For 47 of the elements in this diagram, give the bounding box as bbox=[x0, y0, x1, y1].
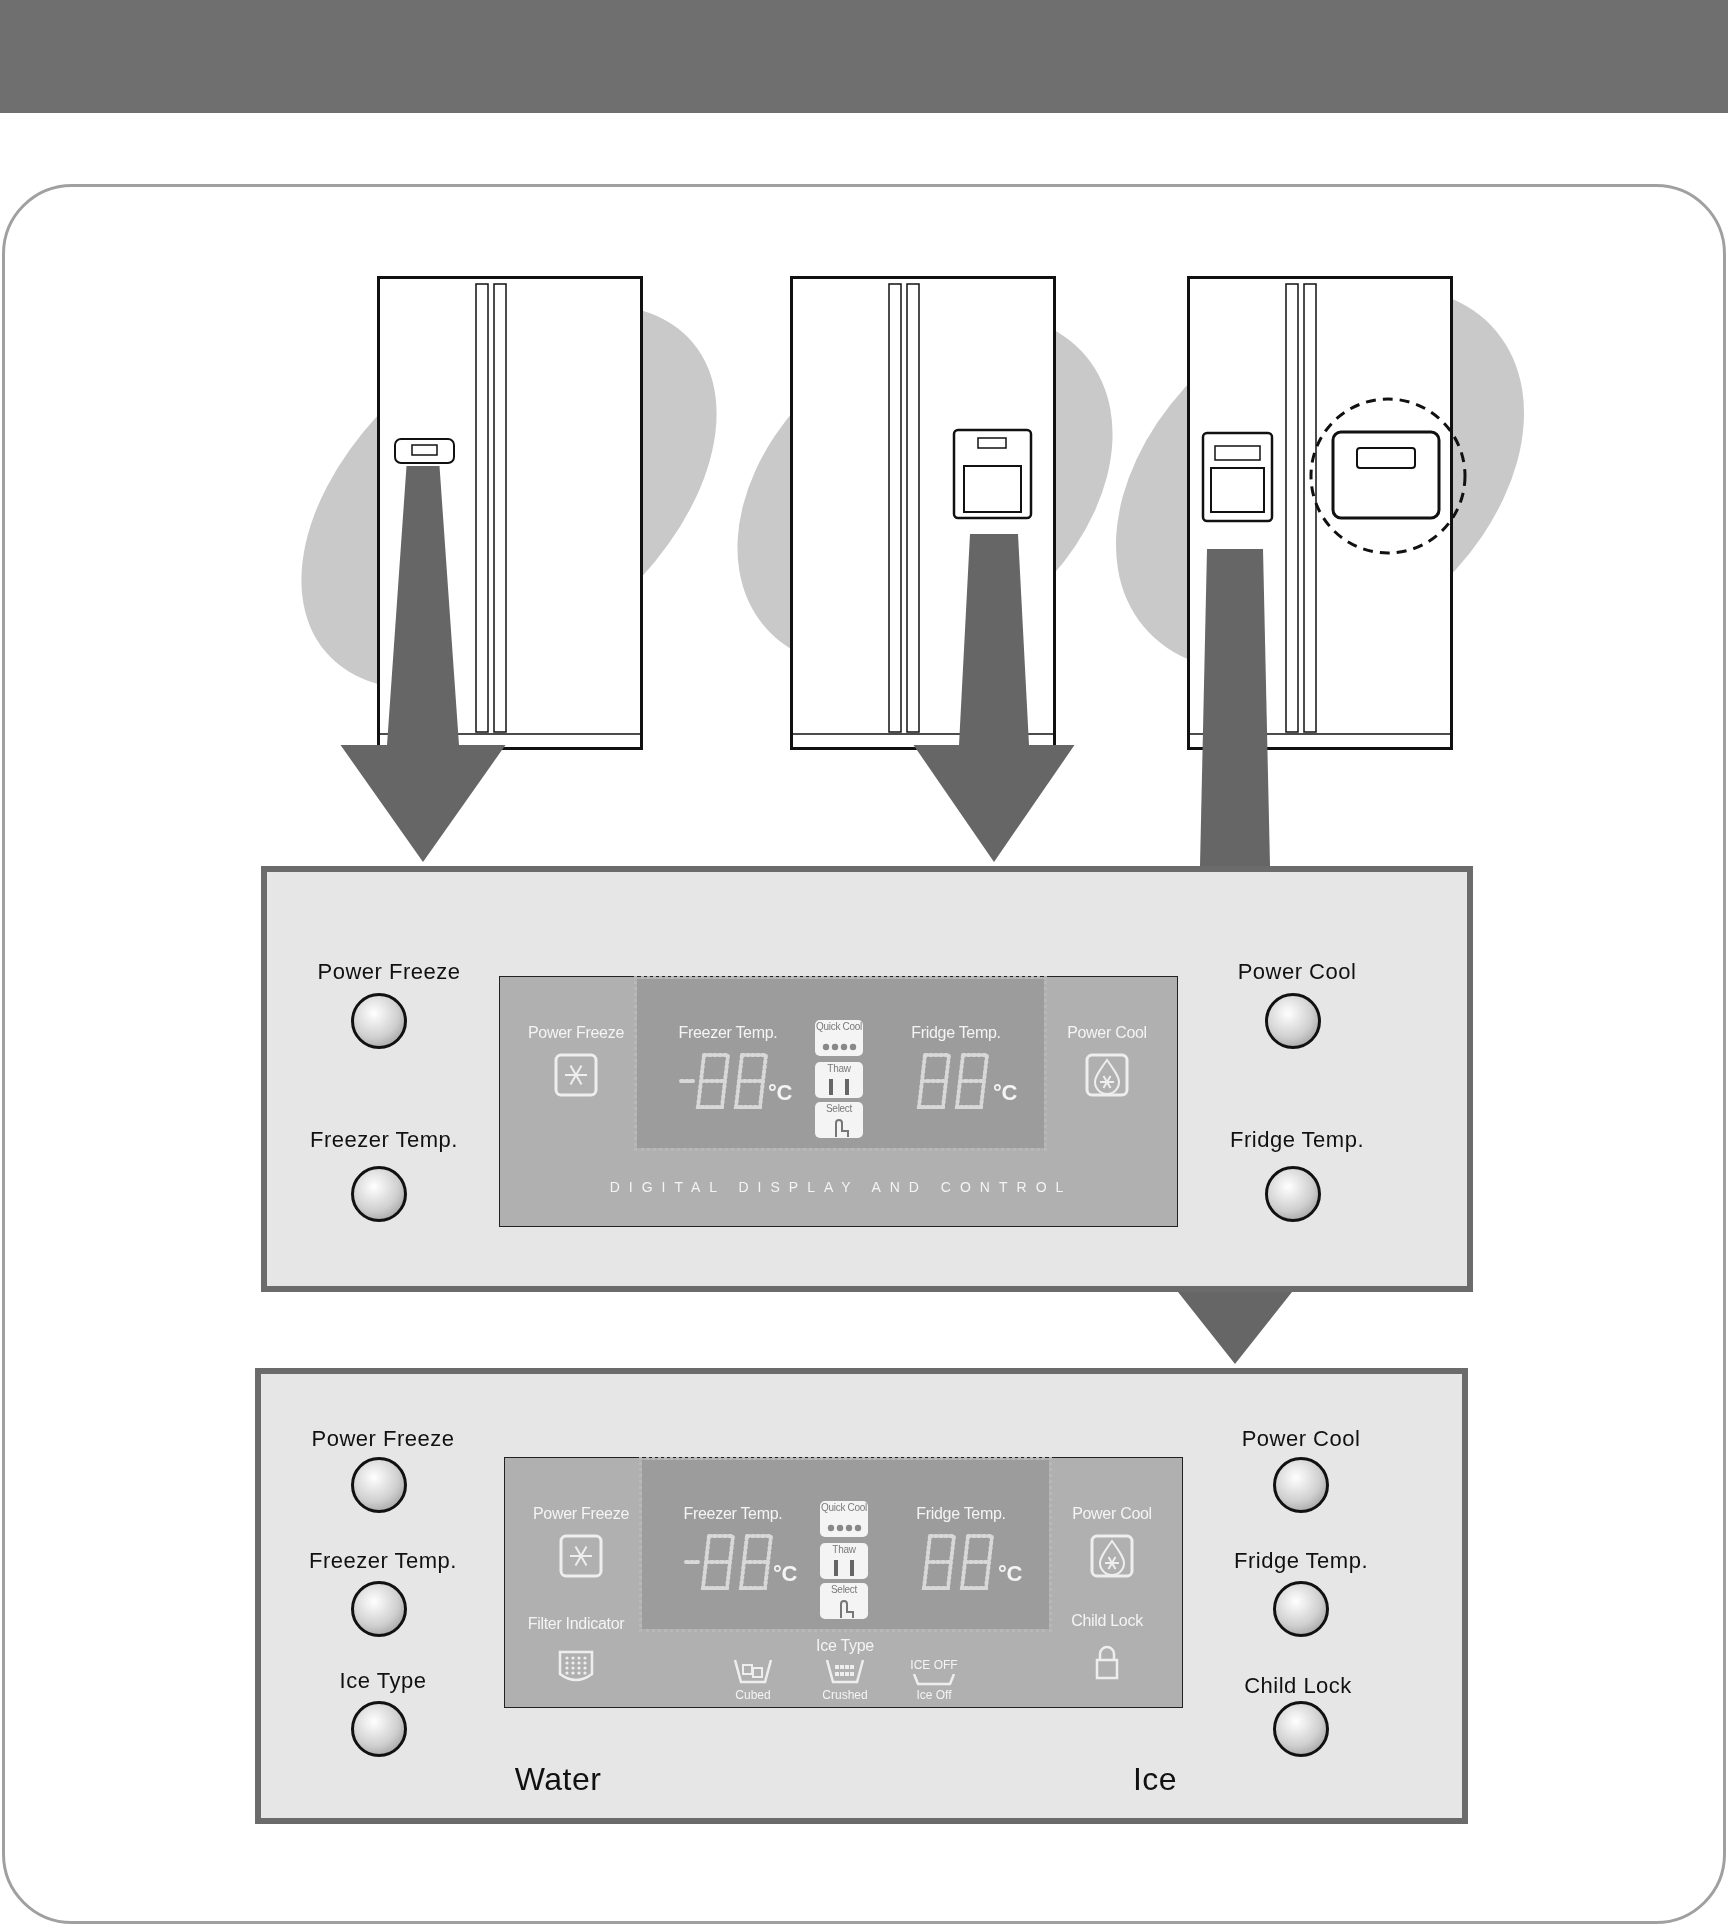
key-label: Select bbox=[831, 1585, 857, 1595]
display-label: Power Freeze bbox=[528, 1025, 624, 1041]
display-label: Power Freeze bbox=[533, 1506, 629, 1522]
icon-caption: Crushed bbox=[822, 1689, 868, 1701]
button-label: Child Lock bbox=[1244, 1675, 1352, 1697]
panel-caption: Filter Indicator bbox=[527, 1616, 625, 1632]
unit-label: °C bbox=[997, 1563, 1023, 1585]
arrow bbox=[1178, 1292, 1292, 1364]
key-label: Thaw bbox=[827, 1064, 851, 1074]
unit-label: °C bbox=[767, 1082, 793, 1104]
button-label: Power Freeze bbox=[317, 961, 461, 983]
display-label: Fridge Temp. bbox=[911, 1025, 1001, 1041]
button-label: Freezer Temp. bbox=[309, 1550, 457, 1572]
refrigerator-drawing bbox=[790, 276, 1056, 751]
button-label: Fridge Temp. bbox=[1234, 1550, 1368, 1572]
button-label: Power Freeze bbox=[311, 1428, 455, 1450]
icon-caption: Cubed bbox=[735, 1689, 771, 1701]
unit-label: °C bbox=[772, 1563, 798, 1585]
icon-caption: ICE OFF bbox=[910, 1659, 958, 1671]
button-label: Freezer Temp. bbox=[310, 1129, 458, 1151]
key-label: Quick Cool bbox=[821, 1503, 867, 1513]
key-label: Quick Cool bbox=[816, 1022, 862, 1032]
display-label: Child Lock bbox=[1071, 1613, 1143, 1629]
panel-label: Ice bbox=[1132, 1763, 1178, 1795]
control-panel bbox=[255, 1368, 1468, 1824]
key-label: Select bbox=[826, 1104, 852, 1114]
display-panel bbox=[504, 1457, 1183, 1708]
display-label: Fridge Temp. bbox=[916, 1506, 1006, 1522]
display-panel bbox=[499, 976, 1178, 1227]
connector-band bbox=[1200, 549, 1270, 866]
icon-caption: Ice Off bbox=[916, 1689, 952, 1701]
panel-caption: DIGITAL DISPLAY AND CONTROL bbox=[609, 1180, 1073, 1194]
button-label: Power Cool bbox=[1241, 1428, 1361, 1450]
unit-label: °C bbox=[992, 1082, 1018, 1104]
panel-label: Water bbox=[514, 1763, 602, 1795]
button-label: Power Cool bbox=[1237, 961, 1357, 983]
arrow bbox=[913, 534, 1075, 862]
control-panel bbox=[261, 866, 1473, 1292]
display-label: Freezer Temp. bbox=[683, 1506, 783, 1522]
display-label: Ice Type bbox=[816, 1638, 874, 1654]
key-label: Thaw bbox=[832, 1545, 856, 1555]
display-label: Freezer Temp. bbox=[678, 1025, 778, 1041]
display-label: Power Cool bbox=[1072, 1506, 1152, 1522]
button-label: Fridge Temp. bbox=[1230, 1129, 1364, 1151]
button-label: Ice Type bbox=[339, 1670, 427, 1692]
display-label: Power Cool bbox=[1067, 1025, 1147, 1041]
arrow bbox=[340, 466, 506, 862]
